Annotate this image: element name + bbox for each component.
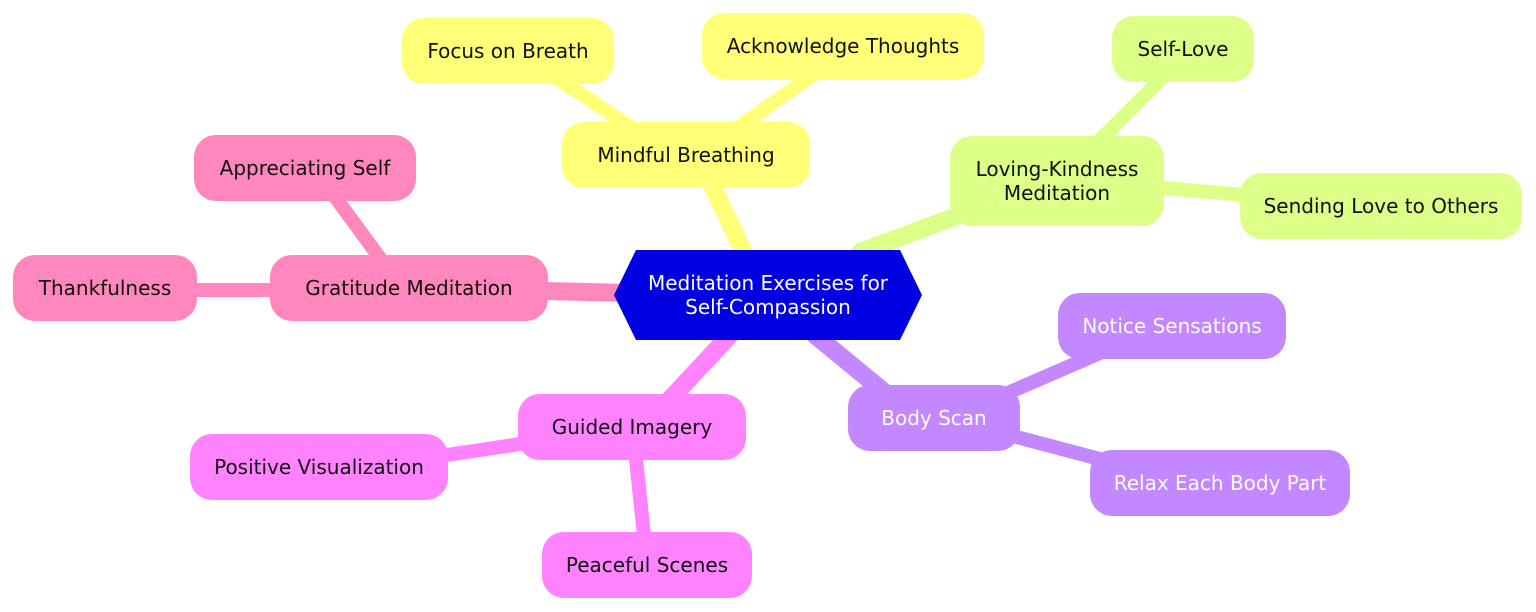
- node-focus-on-breath: Focus on Breath: [402, 18, 614, 84]
- node-body-scan-label: Body Scan: [881, 406, 987, 430]
- node-relax-body-part: Relax Each Body Part: [1090, 450, 1350, 516]
- node-loving-kindness-line1: Loving-Kindness: [975, 157, 1139, 181]
- node-loving-kindness: Loving-Kindness Meditation: [950, 136, 1164, 226]
- node-relax-body-part-label: Relax Each Body Part: [1113, 471, 1327, 495]
- node-sending-love: Sending Love to Others: [1240, 173, 1522, 239]
- node-gratitude-meditation: Gratitude Meditation: [270, 255, 548, 321]
- node-appreciating-self-label: Appreciating Self: [219, 156, 391, 180]
- node-notice-sensations: Notice Sensations: [1058, 293, 1286, 359]
- node-mindful-breathing-label: Mindful Breathing: [597, 143, 775, 167]
- node-guided-imagery-label: Guided Imagery: [551, 415, 713, 439]
- node-thankfulness: Thankfulness: [13, 255, 197, 321]
- edge-gratitude-appreciating: [323, 183, 392, 272]
- node-notice-sensations-label: Notice Sensations: [1082, 314, 1262, 338]
- node-acknowledge-thoughts: Acknowledge Thoughts: [702, 13, 984, 79]
- node-focus-on-breath-label: Focus on Breath: [427, 39, 589, 63]
- node-peaceful-scenes: Peaceful Scenes: [542, 532, 752, 598]
- node-acknowledge-thoughts-label: Acknowledge Thoughts: [726, 34, 960, 58]
- node-positive-visualization: Positive Visualization: [190, 434, 448, 500]
- node-thankfulness-label: Thankfulness: [38, 276, 172, 300]
- edge-guided-peaceful: [628, 443, 652, 552]
- node-mindful-breathing: Mindful Breathing: [562, 122, 810, 188]
- node-positive-visualization-label: Positive Visualization: [214, 455, 424, 479]
- node-self-love-label: Self-Love: [1137, 37, 1229, 61]
- node-peaceful-scenes-label: Peaceful Scenes: [565, 553, 729, 577]
- center-node: Meditation Exercises for Self-Compassion: [614, 250, 922, 340]
- node-gratitude-meditation-label: Gratitude Meditation: [305, 276, 513, 300]
- node-sending-love-label: Sending Love to Others: [1263, 194, 1499, 218]
- center-node-line2: Self-Compassion: [685, 295, 851, 319]
- node-self-love: Self-Love: [1112, 16, 1254, 82]
- center-hexagon: [614, 250, 922, 340]
- center-node-line1: Meditation Exercises for: [647, 271, 889, 295]
- node-guided-imagery: Guided Imagery: [518, 394, 746, 460]
- node-appreciating-self: Appreciating Self: [194, 135, 416, 201]
- node-loving-kindness-line2: Meditation: [1003, 181, 1111, 205]
- node-body-scan: Body Scan: [848, 385, 1020, 451]
